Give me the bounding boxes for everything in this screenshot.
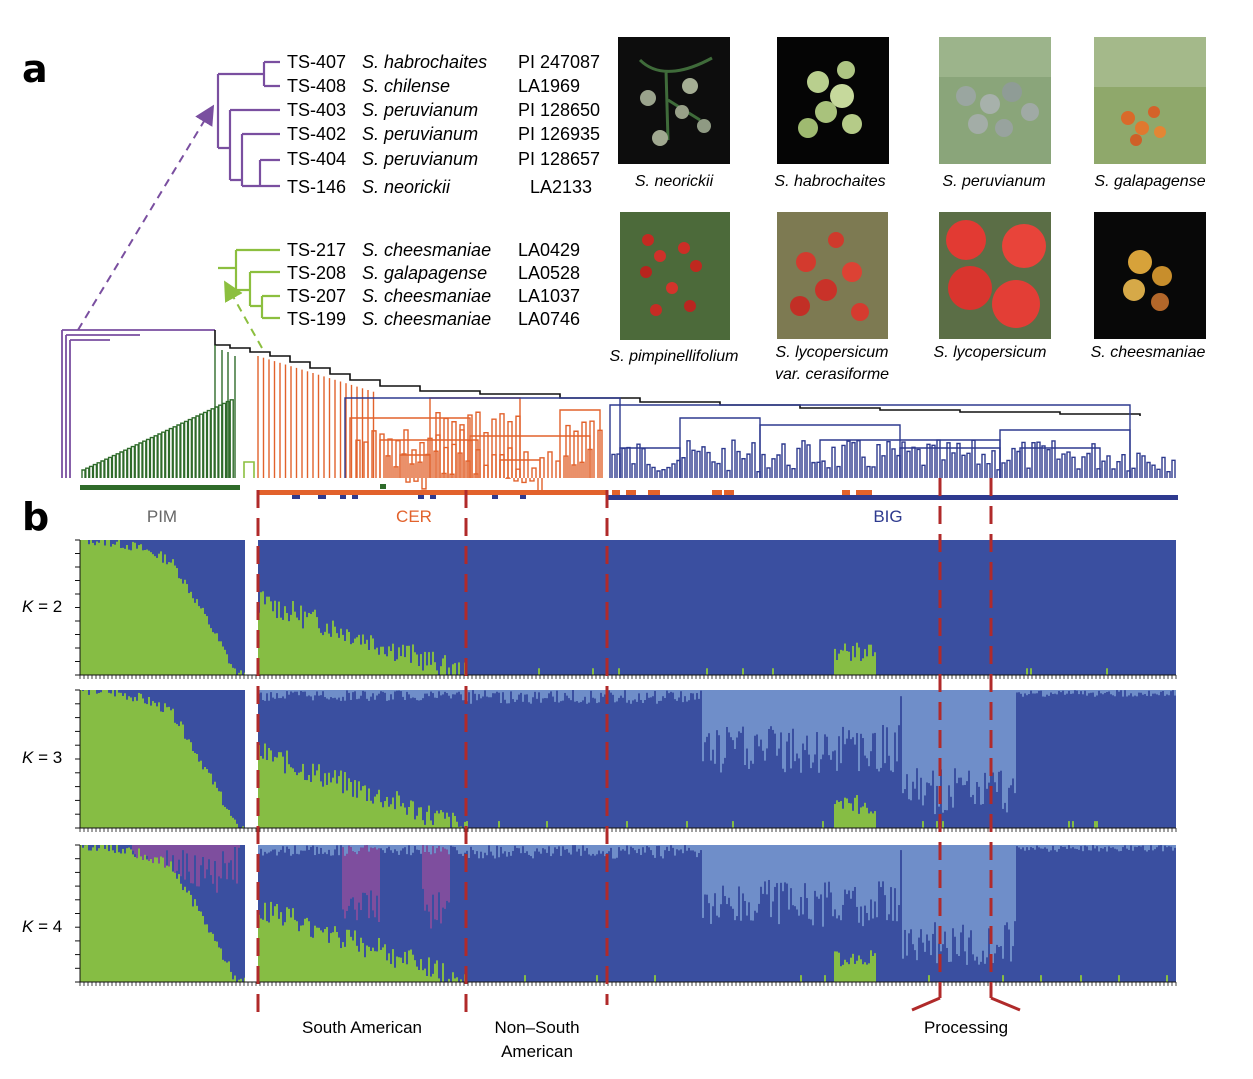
svg-text:S. galapagense: S. galapagense xyxy=(1094,173,1205,190)
group-label-big: BIG xyxy=(873,507,902,526)
region-non-south-line2: American xyxy=(501,1042,573,1061)
region-non-south-line1: Non–South xyxy=(494,1018,579,1037)
svg-text:S. habrochaites: S. habrochaites xyxy=(774,173,885,190)
purple-subtree xyxy=(216,60,280,188)
svg-text:S. neorickii: S. neorickii xyxy=(635,173,714,190)
structure-k4 xyxy=(75,844,1177,986)
photo-neorickii xyxy=(618,37,730,164)
group-label-pim: PIM xyxy=(147,507,177,526)
photo-cerasiforme xyxy=(777,212,888,339)
processing-bracket xyxy=(911,996,1021,1012)
green-zoom-arrow xyxy=(224,280,263,349)
photo-habrochaites xyxy=(777,37,889,164)
k3-label: K = 3 xyxy=(22,748,62,767)
svg-text:S. pimpinellifolium: S. pimpinellifolium xyxy=(610,348,739,365)
group-bars xyxy=(80,484,1178,500)
svg-text:S. peruvianum: S. peruvianum xyxy=(942,173,1045,190)
photo-cheesmaniae xyxy=(1094,212,1206,339)
svg-text:S. lycopersicum: S. lycopersicum xyxy=(776,344,889,361)
panel-letter-a: a xyxy=(22,47,48,91)
structure-plots xyxy=(75,539,1177,986)
photo-lycopersicum xyxy=(939,212,1051,339)
group-label-cer: CER xyxy=(396,507,432,526)
k4-label: K = 4 xyxy=(22,917,62,936)
photo-captions-row-2: S. pimpinellifolium S. lycopersicum var.… xyxy=(610,344,1206,383)
svg-text:S. cheesmaniae: S. cheesmaniae xyxy=(1091,344,1206,361)
green-subtree xyxy=(218,248,280,320)
svg-text:var. cerasiforme: var. cerasiforme xyxy=(775,366,889,383)
svg-text:S. lycopersicum: S. lycopersicum xyxy=(934,344,1047,361)
k2-label: K = 2 xyxy=(22,597,62,616)
structure-k3 xyxy=(75,689,1177,832)
photo-peruvianum xyxy=(939,37,1051,164)
region-processing: Processing xyxy=(924,1018,1008,1037)
purple-zoom-arrow xyxy=(77,104,215,331)
photos-row-1 xyxy=(618,37,1206,164)
region-south-american: South American xyxy=(302,1018,422,1037)
main-tree xyxy=(61,329,1176,492)
photo-captions-row-1: S. neorickii S. habrochaites S. peruvian… xyxy=(635,173,1206,190)
panel-letter-b: b xyxy=(22,495,49,539)
photo-pimpinellifolium xyxy=(620,212,730,340)
photo-galapagense xyxy=(1094,37,1206,164)
photos-row-2 xyxy=(620,212,1206,340)
region-dividers xyxy=(256,478,993,1012)
structure-k2 xyxy=(75,539,1177,679)
